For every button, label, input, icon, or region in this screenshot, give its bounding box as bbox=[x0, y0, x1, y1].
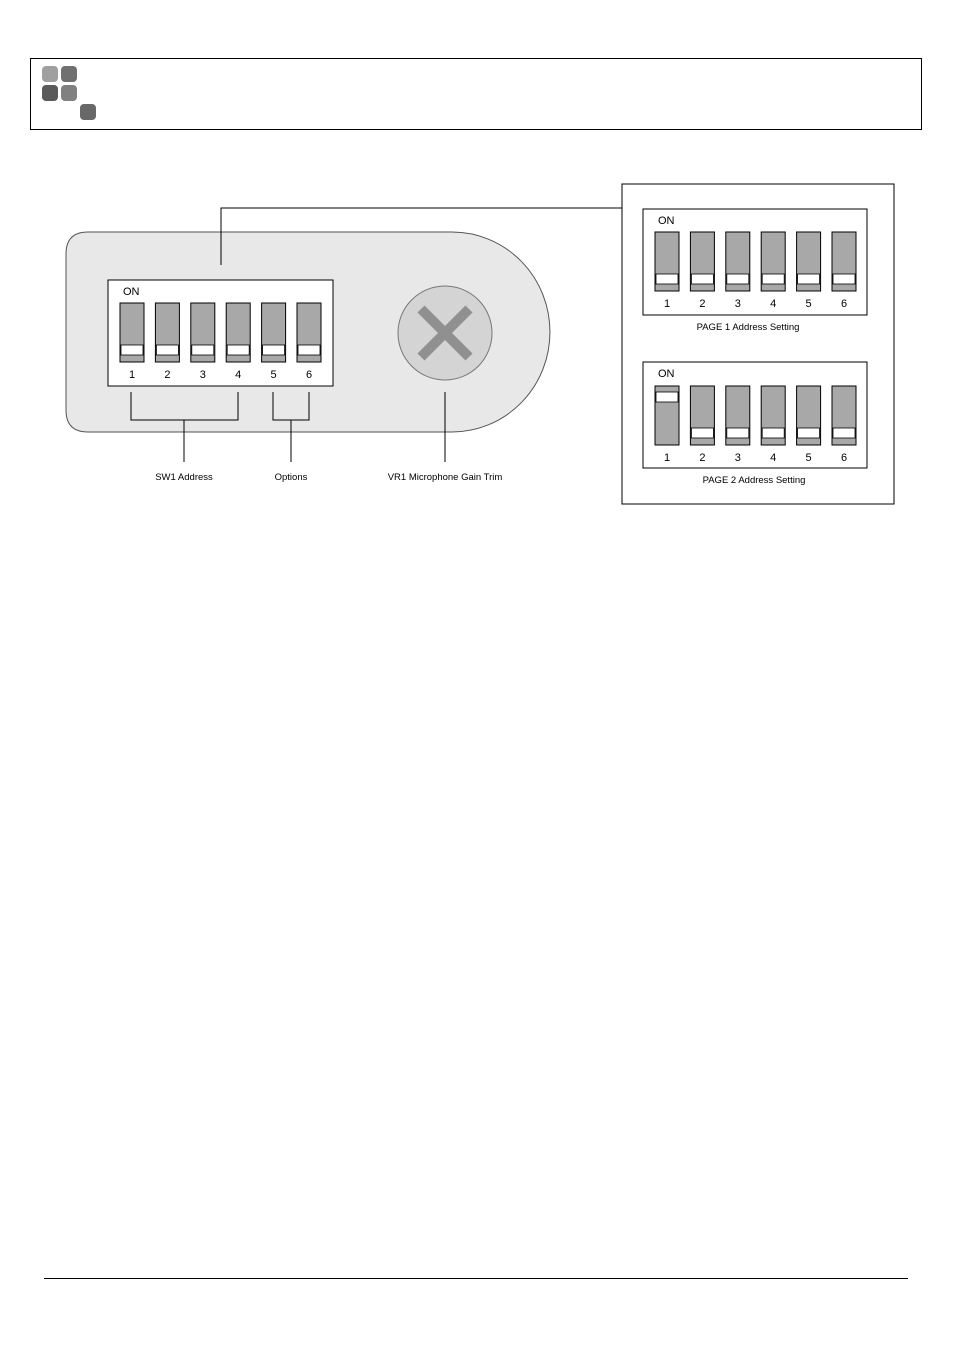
page2-switch-3[interactable] bbox=[726, 386, 750, 445]
page1-switch-number: 1 bbox=[664, 298, 670, 310]
dip-switch-diagram: ON 1 2 3 4 5 6 SW1 Address Options VR1 Microp… bbox=[0, 0, 954, 560]
page1-switch-1[interactable] bbox=[655, 232, 679, 291]
page1-switch-number: 5 bbox=[806, 298, 812, 310]
options-label: Options bbox=[275, 472, 308, 483]
sw1-switch-number: 3 bbox=[200, 369, 206, 381]
sw1-switch-number: 4 bbox=[235, 369, 241, 381]
page2-dip-switch: ON 1 2 3 4 5 6 bbox=[643, 362, 867, 468]
sw1-switch-6[interactable] bbox=[297, 303, 321, 362]
footer-rule bbox=[44, 1278, 908, 1279]
page1-switch-5[interactable] bbox=[797, 232, 821, 291]
page2-switch-2[interactable] bbox=[690, 386, 714, 445]
sw1-address-label: SW1 Address bbox=[155, 472, 213, 483]
gain-trim-knob[interactable] bbox=[398, 286, 492, 380]
page2-on-label: ON bbox=[658, 368, 675, 380]
page1-switch-number: 2 bbox=[699, 298, 705, 310]
page1-switch-number: 4 bbox=[770, 298, 776, 310]
dip-on-label: ON bbox=[123, 286, 140, 298]
sw1-switch-number: 5 bbox=[271, 369, 277, 381]
page2-switch-1[interactable] bbox=[655, 386, 679, 445]
page1-switch-number: 3 bbox=[735, 298, 741, 310]
page2-switch-number: 6 bbox=[841, 452, 847, 464]
page2-switch-number: 1 bbox=[664, 452, 670, 464]
sw1-switch-2[interactable] bbox=[155, 303, 179, 362]
page1-switch-2[interactable] bbox=[690, 232, 714, 291]
sw1-switch-4[interactable] bbox=[226, 303, 250, 362]
sw1-switch-3[interactable] bbox=[191, 303, 215, 362]
sw1-switch-5[interactable] bbox=[262, 303, 286, 362]
gain-trim-label: VR1 Microphone Gain Trim bbox=[388, 472, 503, 483]
sw1-switch-number: 6 bbox=[306, 369, 312, 381]
page2-switch-4[interactable] bbox=[761, 386, 785, 445]
page1-switch-4[interactable] bbox=[761, 232, 785, 291]
page2-switch-6[interactable] bbox=[832, 386, 856, 445]
sw1-switch-number: 2 bbox=[164, 369, 170, 381]
page1-switch-number: 6 bbox=[841, 298, 847, 310]
page2-switch-number: 3 bbox=[735, 452, 741, 464]
sw1-switch-1[interactable] bbox=[120, 303, 144, 362]
page1-caption: PAGE 1 Address Setting bbox=[697, 322, 800, 333]
page2-switch-5[interactable] bbox=[797, 386, 821, 445]
sw1-switch-number: 1 bbox=[129, 369, 135, 381]
page2-caption: PAGE 2 Address Setting bbox=[703, 475, 806, 486]
sw1-dip-switch: ON 1 2 3 4 5 6 bbox=[108, 280, 333, 386]
page1-switch-3[interactable] bbox=[726, 232, 750, 291]
page1-switch-6[interactable] bbox=[832, 232, 856, 291]
page2-switch-number: 2 bbox=[699, 452, 705, 464]
page1-on-label: ON bbox=[658, 215, 675, 227]
page2-switch-number: 5 bbox=[806, 452, 812, 464]
page2-switch-number: 4 bbox=[770, 452, 776, 464]
page1-dip-switch: ON 1 2 3 4 5 6 bbox=[643, 209, 867, 315]
